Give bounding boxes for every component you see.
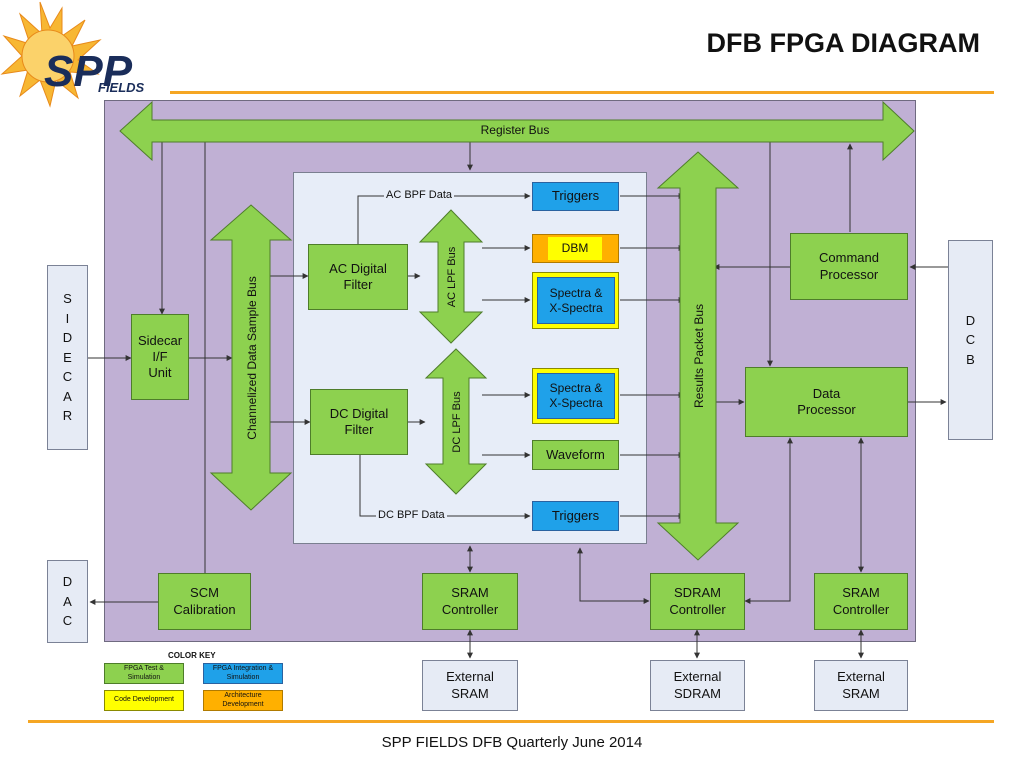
sram-controller-2: SRAM Controller <box>814 573 908 630</box>
key-fpga-test: FPGA Test & Simulation <box>104 663 184 684</box>
dc-bpf-label: DC BPF Data <box>376 509 447 521</box>
sidecar-external: S I D E C A R <box>47 265 88 450</box>
triggers-dc: Triggers <box>532 501 619 531</box>
page-title: DFB FPGA DIAGRAM <box>706 28 980 58</box>
dcb-external: D C B <box>948 240 993 440</box>
dac-external: D A C <box>47 560 88 643</box>
sram-controller-1: SRAM Controller <box>422 573 518 630</box>
channelized-bus-label: Channelized Data Sample Bus <box>245 276 259 439</box>
spp-fields-logo: SPP FIELDS <box>0 1 145 108</box>
command-processor: Command Processor <box>790 233 908 300</box>
logo-text: SPP <box>44 47 133 96</box>
waveform-block: Waveform <box>532 440 619 470</box>
results-bus-label: Results Packet Bus <box>692 304 706 408</box>
spectra-ac-block: Spectra & X-Spectra <box>537 277 615 324</box>
sdram-controller: SDRAM Controller <box>650 573 745 630</box>
key-fpga-integration: FPGA Integration & Simulation <box>203 663 283 684</box>
sidecar-if-unit: Sidecar I/F Unit <box>131 314 189 400</box>
external-sdram: External SDRAM <box>650 660 745 711</box>
register-bus-label: Register Bus <box>480 123 550 137</box>
color-key-title: COLOR KEY <box>168 651 216 660</box>
data-processor: Data Processor <box>745 367 908 437</box>
scm-calibration: SCM Calibration <box>158 573 251 630</box>
spectra-dc-block: Spectra & X-Spectra <box>537 373 615 419</box>
external-sram-1: External SRAM <box>422 660 518 711</box>
sun-icon <box>0 1 102 108</box>
external-sram-2: External SRAM <box>814 660 908 711</box>
dc-digital-filter: DC Digital Filter <box>310 389 408 455</box>
triggers-ac: Triggers <box>532 182 619 211</box>
key-architecture-development: Architecture Development <box>203 690 283 711</box>
footer-text: SPP FIELDS DFB Quarterly June 2014 <box>381 734 643 751</box>
ac-lpf-bus-label: AC LPF Bus <box>446 246 458 307</box>
ac-bpf-label: AC BPF Data <box>384 189 455 201</box>
dc-lpf-bus-label: DC LPF Bus <box>451 391 463 453</box>
dbm-block: DBM <box>548 237 602 260</box>
key-code-development: Code Development <box>104 690 184 711</box>
ac-digital-filter: AC Digital Filter <box>308 244 408 310</box>
logo-subtext: FIELDS <box>98 80 145 95</box>
footer-rule <box>28 720 994 723</box>
header-rule <box>170 91 994 94</box>
